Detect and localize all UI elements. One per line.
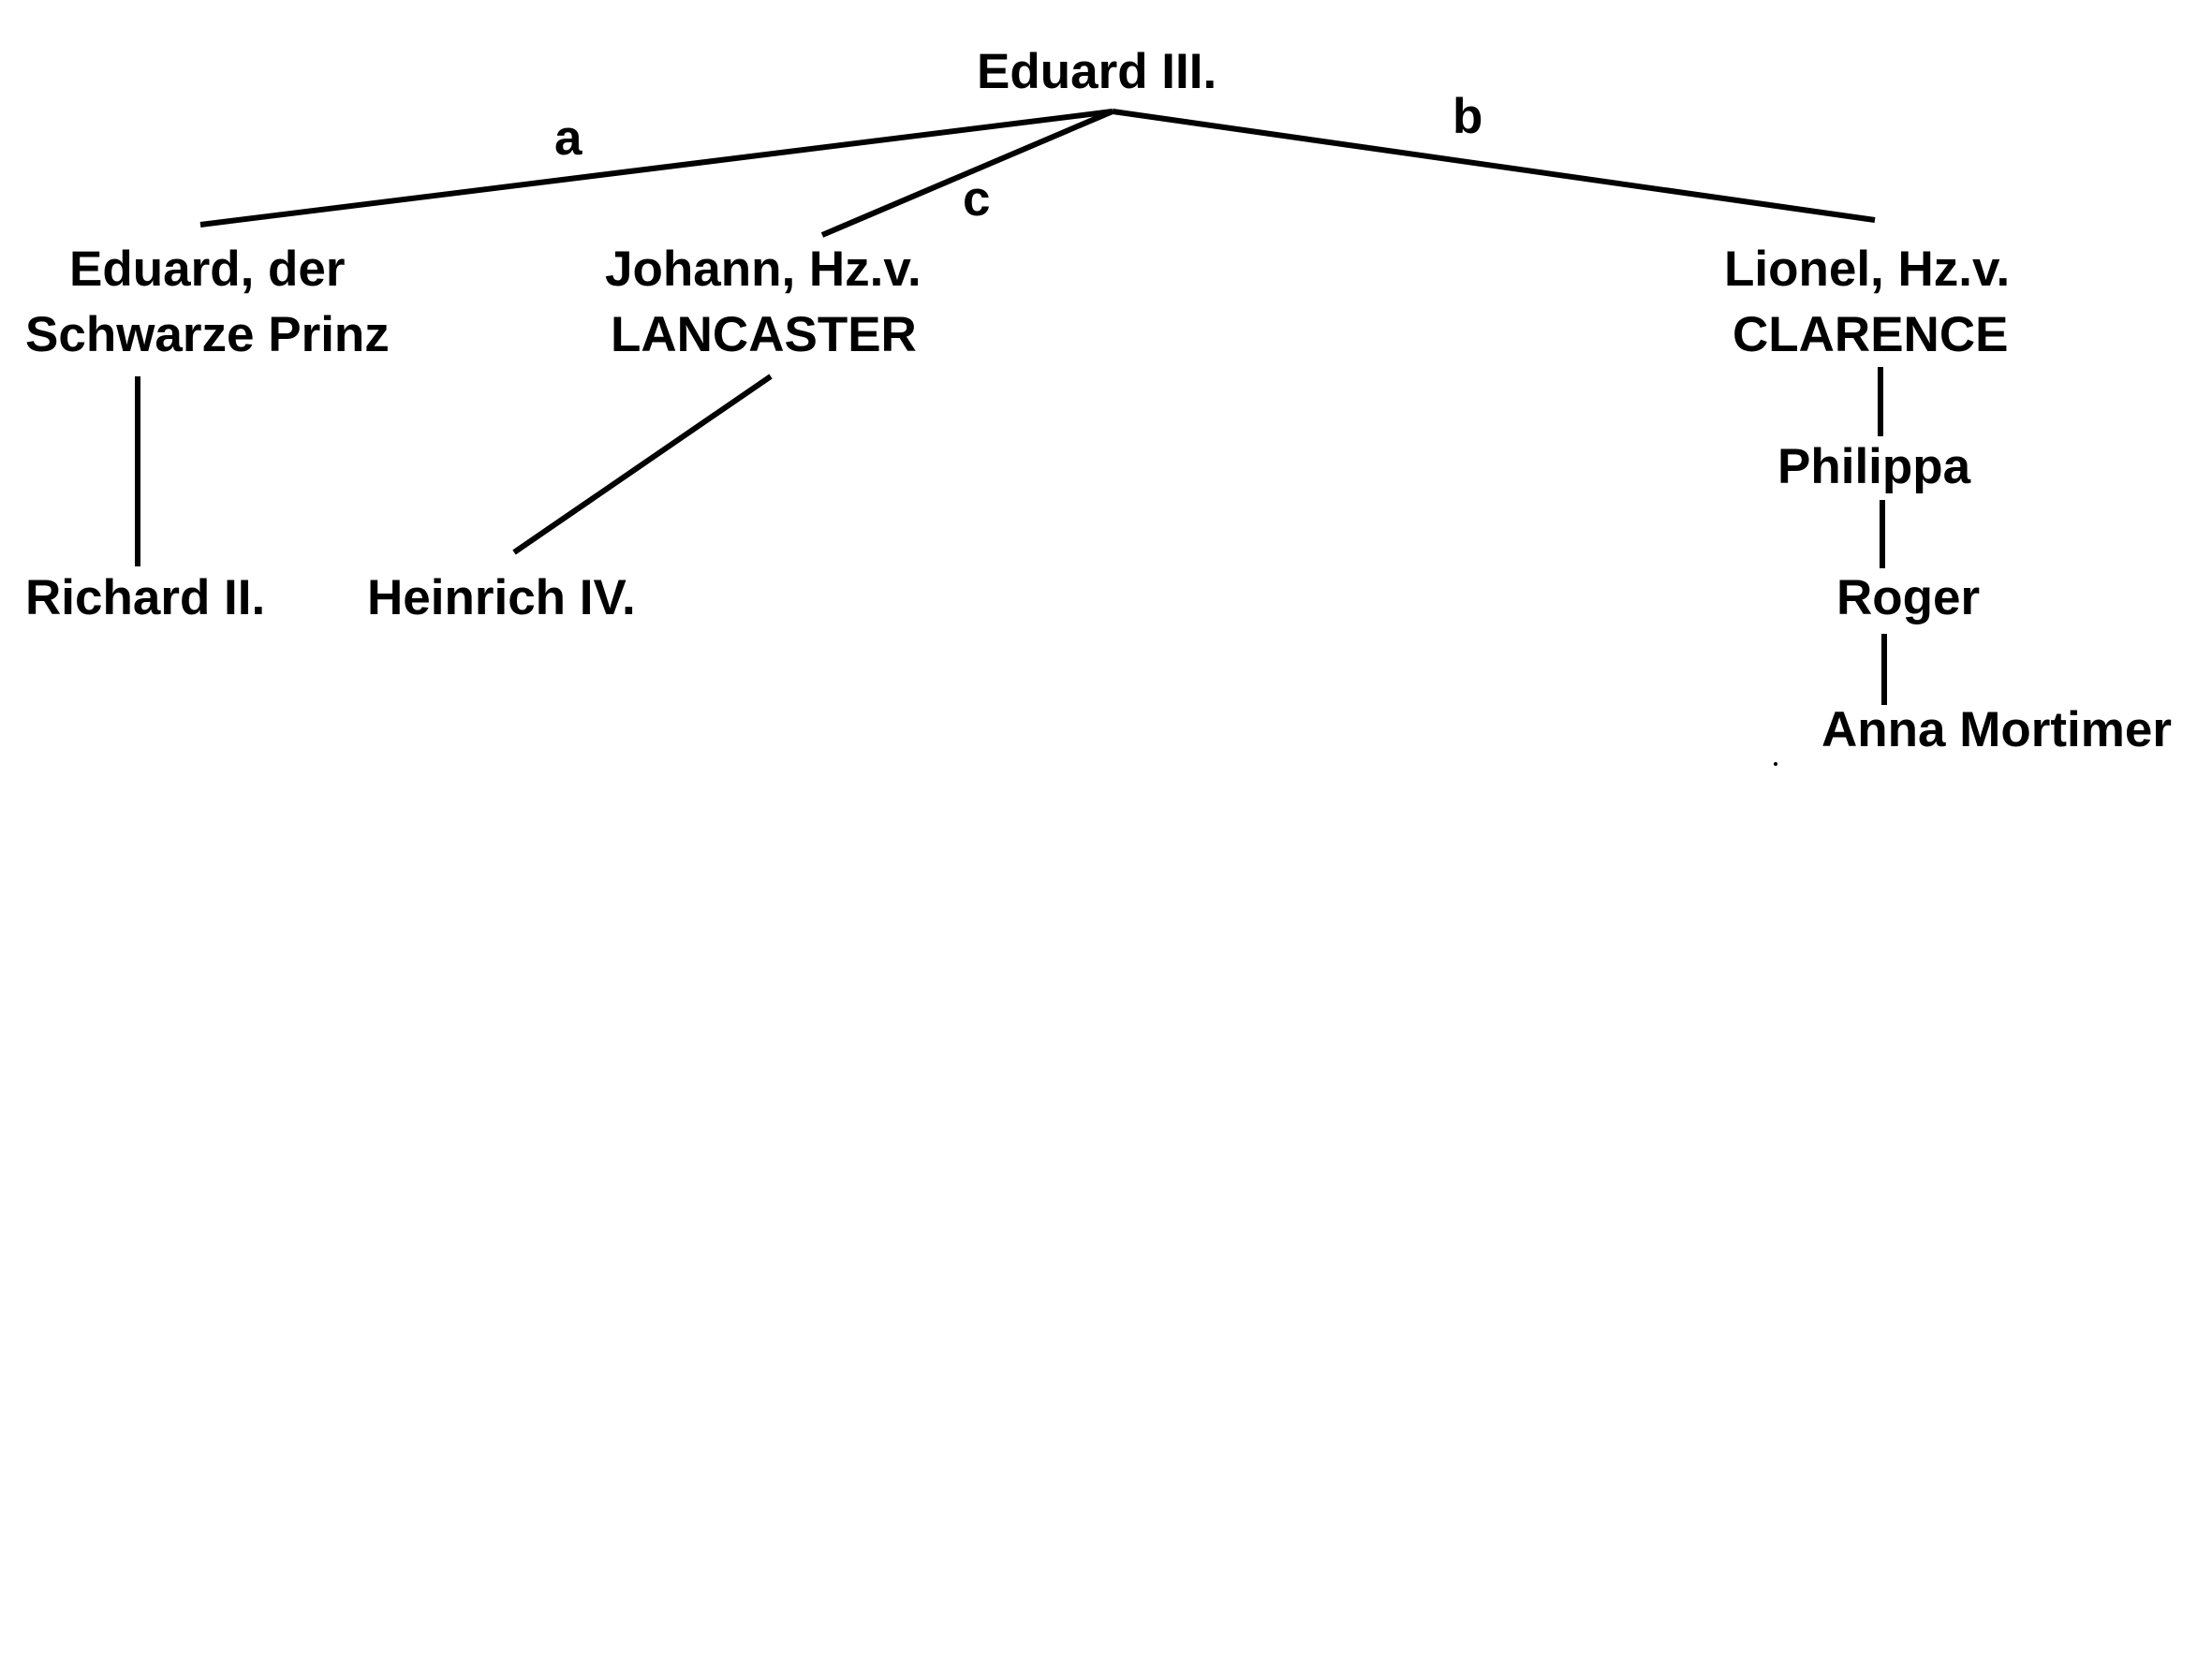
edge-label-c: c xyxy=(963,171,990,227)
node-eduard-line1: Eduard, der xyxy=(69,242,346,297)
edge-labels: a c b xyxy=(554,89,1482,227)
node-johann-line2: LANCASTER xyxy=(611,307,917,362)
node-lionel-line2: CLARENCE xyxy=(1733,307,2008,362)
node-johann-lancaster: Johann, Hz.v. LANCASTER xyxy=(605,242,922,362)
node-philippa: Philippa xyxy=(1777,439,1971,494)
node-johann-line1: Johann, Hz.v. xyxy=(605,242,922,297)
edge-root-to-lionel xyxy=(1112,109,1876,223)
node-root: Eduard III. xyxy=(977,44,1217,99)
edge-label-a: a xyxy=(554,110,582,166)
edge-johann-to-heinrich xyxy=(512,374,773,555)
stray-dot xyxy=(1774,762,1777,766)
node-lionel-line1: Lionel, Hz.v. xyxy=(1724,242,2010,297)
edge-label-b: b xyxy=(1453,89,1482,144)
node-eduard-schwarze-prinz: Eduard, der Schwarze Prinz xyxy=(25,242,390,362)
node-eduard-line2: Schwarze Prinz xyxy=(25,307,390,362)
node-heinrich-iv: Heinrich IV. xyxy=(367,570,636,625)
edge-root-to-johann xyxy=(820,109,1114,238)
node-lionel-clarence: Lionel, Hz.v. CLARENCE xyxy=(1724,242,2010,362)
node-roger: Roger xyxy=(1836,570,1980,625)
node-richard-ii: Richard II. xyxy=(25,570,265,625)
node-anna-mortimer: Anna Mortimer xyxy=(1821,702,2172,757)
tree-edges xyxy=(135,109,1887,705)
edge-root-to-eduard xyxy=(199,109,1113,228)
